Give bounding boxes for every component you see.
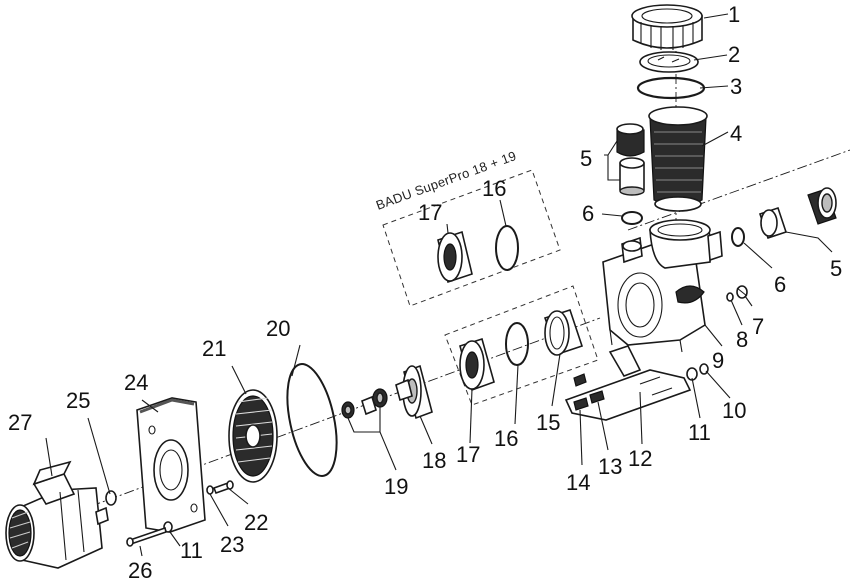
- part-25-washer: [105, 490, 117, 506]
- superpro-group: BADU SuperPro 18 + 19: [374, 148, 561, 307]
- label-17-lower: 17: [456, 442, 480, 467]
- part-21-seal-plate: [228, 389, 278, 483]
- label-6-right: 6: [774, 272, 786, 297]
- label-16-upper: 16: [482, 176, 506, 201]
- superpro-part-17: [437, 230, 473, 284]
- label-17-upper: 17: [418, 200, 442, 225]
- part-20-housing-oring: [286, 363, 338, 477]
- label-20: 20: [266, 316, 290, 341]
- label-5-upper: 5: [580, 146, 592, 171]
- leader-lines: [45, 13, 833, 557]
- part-1-lid-ring: [631, 4, 703, 50]
- label-13: 13: [598, 454, 622, 479]
- part-18-impeller: [395, 364, 433, 420]
- label-22: 22: [244, 510, 268, 535]
- label-16-lower: 16: [494, 426, 518, 451]
- part-4-strainer-basket: [648, 106, 708, 212]
- part-23-washer: [206, 485, 214, 495]
- part-17-diffuser-insert: [459, 337, 495, 392]
- label-12: 12: [628, 446, 652, 471]
- callout-labels: 1 2 3 4 5 6 5 6 7 8 9 10 11 12 13 14 15 …: [8, 2, 842, 583]
- part-15-diffuser: [543, 308, 584, 356]
- label-2: 2: [728, 42, 740, 67]
- label-18: 18: [422, 448, 446, 473]
- part-27-motor: [5, 460, 109, 569]
- label-21: 21: [202, 336, 226, 361]
- part-2-lid: [639, 51, 699, 73]
- part-6-oring-upper: [621, 211, 643, 225]
- part-24-motor-flange: [136, 397, 206, 533]
- label-4: 4: [730, 121, 742, 146]
- label-10: 10: [722, 398, 746, 423]
- part-5-union-upper: [616, 123, 645, 196]
- part-12-pump-foot: [564, 345, 692, 421]
- label-6-upper: 6: [582, 201, 594, 226]
- part-13-clip: [589, 390, 605, 404]
- label-7: 7: [752, 314, 764, 339]
- assembly-axis: [39, 149, 850, 526]
- label-23: 23: [220, 532, 244, 557]
- part-16-oring: [505, 322, 529, 366]
- part-22-screw: [212, 480, 234, 495]
- label-11-right: 11: [688, 420, 711, 445]
- part-26-tie-bolt: [126, 526, 167, 547]
- label-11-left: 11: [180, 538, 203, 563]
- superpro-part-16: [495, 225, 519, 271]
- label-14: 14: [566, 470, 590, 495]
- label-15: 15: [536, 410, 560, 435]
- part-5-union-right: [758, 187, 837, 240]
- label-25: 25: [66, 388, 90, 413]
- part-9-pump-housing: [602, 219, 723, 353]
- label-26: 26: [128, 558, 152, 583]
- superpro-group-outline: [382, 169, 561, 307]
- label-8: 8: [736, 327, 748, 352]
- part-8-drain-seal: [726, 292, 734, 302]
- label-3: 3: [730, 74, 742, 99]
- part-14-clip: [573, 373, 589, 411]
- part-19-mechanical-seal: [341, 388, 388, 419]
- part-7-drain-plug: [736, 285, 748, 299]
- part-6-oring-right: [731, 227, 745, 247]
- label-1: 1: [728, 2, 740, 27]
- label-27: 27: [8, 410, 32, 435]
- part-3-lid-oring: [636, 76, 706, 100]
- label-19: 19: [384, 474, 408, 499]
- label-5-right: 5: [830, 256, 842, 281]
- label-9: 9: [712, 348, 724, 373]
- label-24: 24: [124, 370, 148, 395]
